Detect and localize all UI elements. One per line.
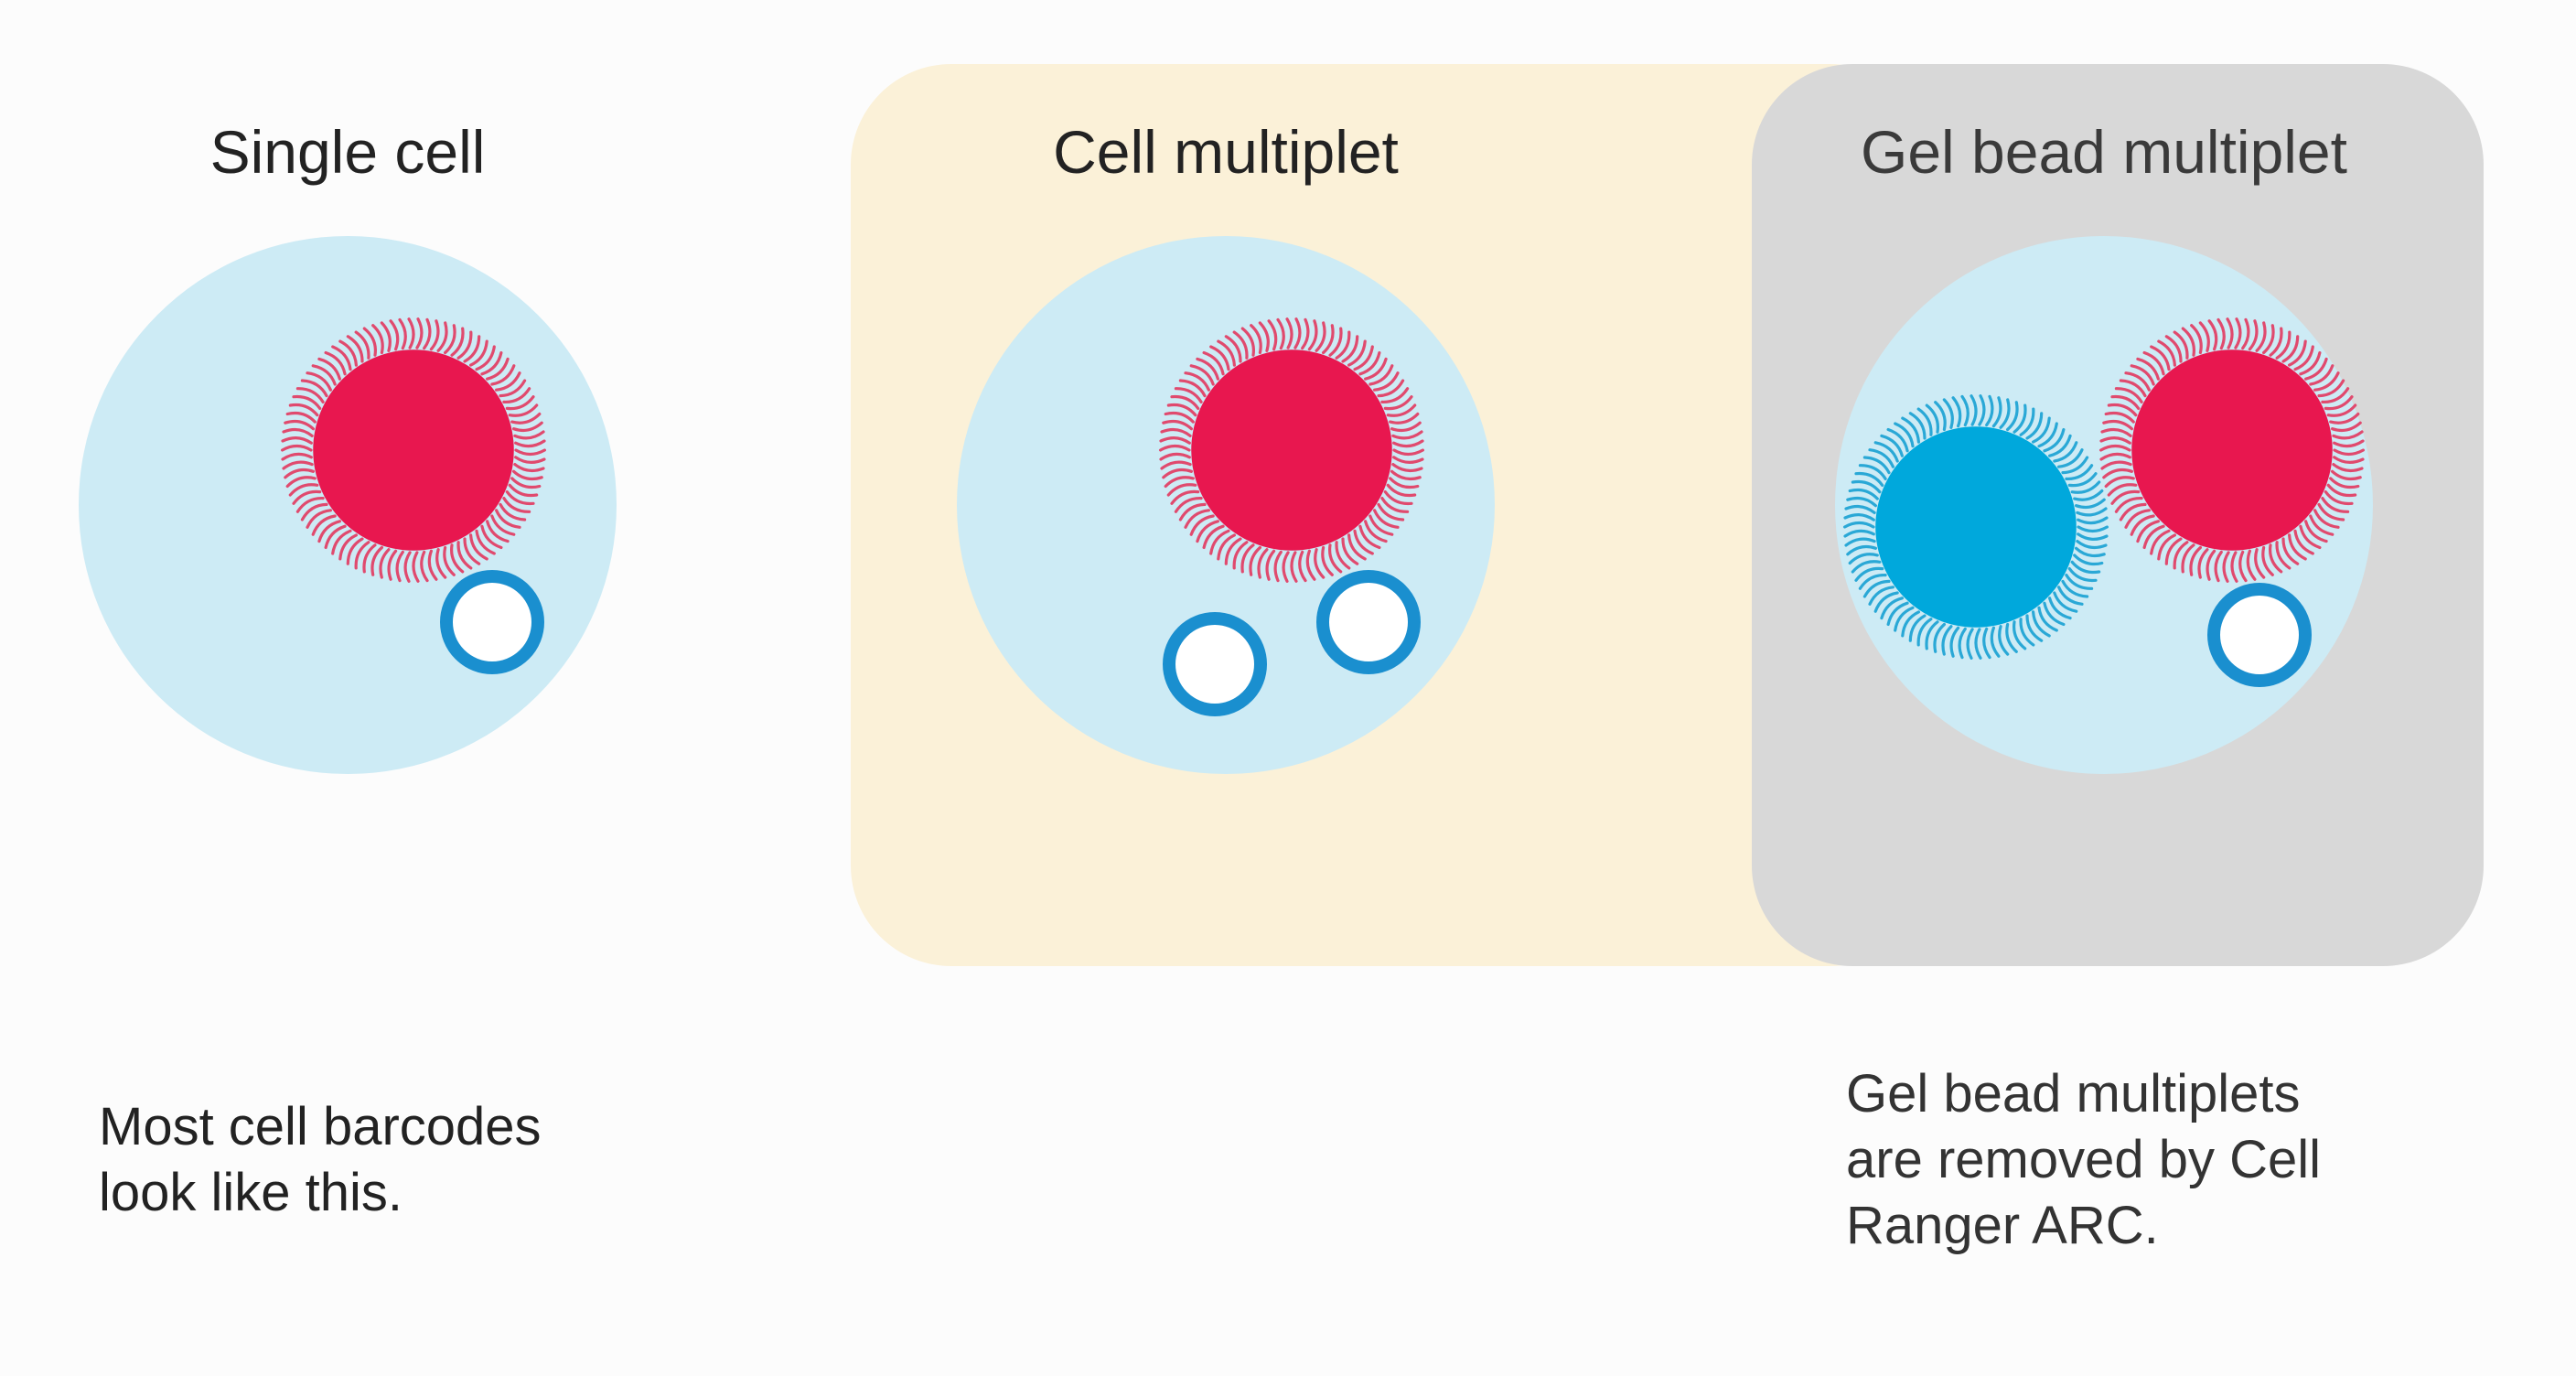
red-cell xyxy=(2099,317,2365,583)
gel-bead-ring xyxy=(1316,570,1421,674)
red-cell xyxy=(1159,317,1424,583)
gel-bead-ring xyxy=(440,570,544,674)
cell-body xyxy=(313,349,514,551)
gel-bead-multiplet-caption: Gel bead multiplets are removed by Cell … xyxy=(1846,1064,2321,1255)
gel-bead-multiplet-title: Gel bead multiplet xyxy=(1861,118,2347,186)
single-cell-caption: Most cell barcodes look like this. xyxy=(99,1097,542,1222)
gel-bead xyxy=(440,570,544,674)
cell-body xyxy=(1875,426,2077,628)
gel-bead xyxy=(1316,570,1421,674)
gel-bead xyxy=(1163,612,1267,716)
single-cell-title: Single cell xyxy=(209,118,486,186)
cell-body xyxy=(1191,349,1392,551)
single-cell-droplet xyxy=(79,236,617,774)
gel-bead-ring xyxy=(2207,583,2312,687)
cell-fringe xyxy=(1159,317,1424,583)
red-cell xyxy=(281,317,546,583)
gel-bead-multiplet-droplet xyxy=(1835,236,2373,774)
gel-bead xyxy=(2207,583,2312,687)
cell-multiplet-title: Cell multiplet xyxy=(1053,118,1399,186)
cell-multiplet-droplet xyxy=(957,236,1495,774)
cell-fringe xyxy=(281,317,546,583)
gel-bead-ring xyxy=(1163,612,1267,716)
cell-body xyxy=(2131,349,2333,551)
cell-fringe xyxy=(2099,317,2365,583)
blue-cell xyxy=(1843,394,2109,660)
cell-fringe xyxy=(1843,394,2109,660)
